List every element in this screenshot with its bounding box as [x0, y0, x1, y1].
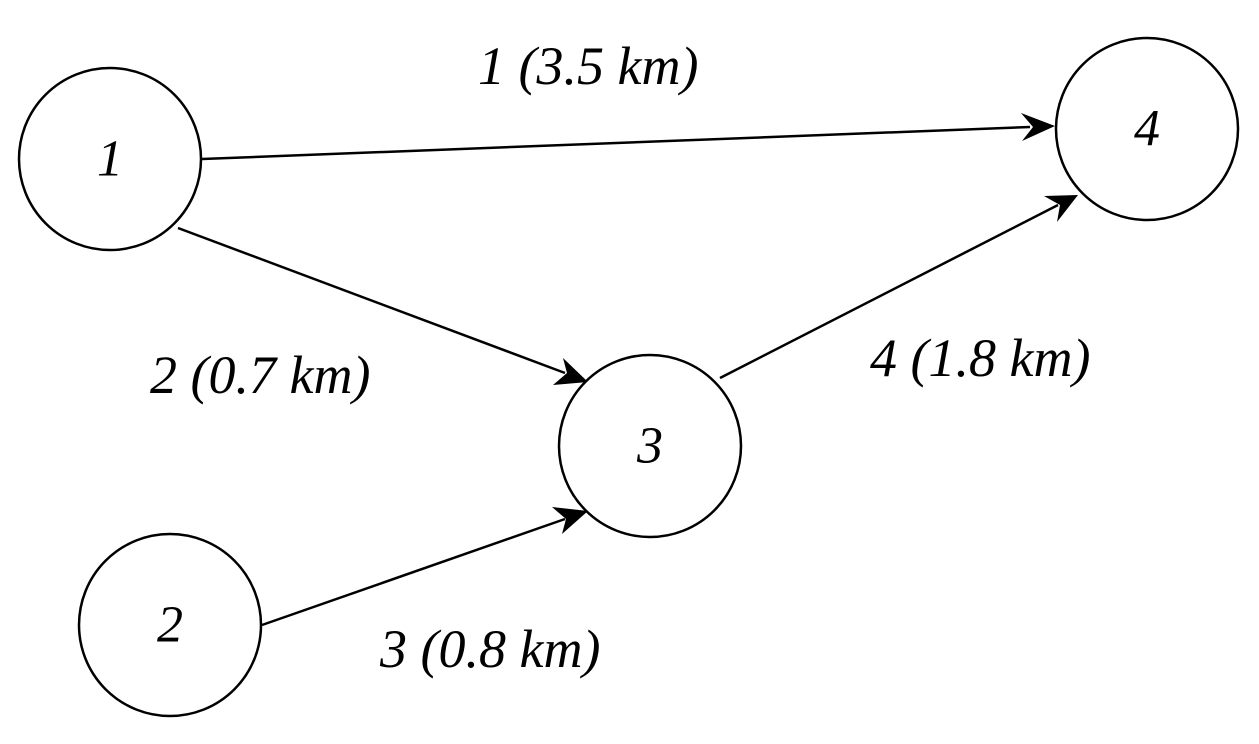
- arrow-head: [553, 358, 588, 385]
- node-label: 4: [1134, 101, 1160, 158]
- nodes: 1 2 3 4: [17, 36, 1240, 718]
- edges: [177, 113, 1078, 627]
- edge-2-to-3: [261, 507, 588, 627]
- edge-label-4: 4 (1.8 km): [870, 328, 1090, 388]
- node-4: 4: [1054, 36, 1240, 222]
- arrow-head: [552, 507, 588, 534]
- edge-label-1: 1 (3.5 km): [478, 36, 698, 96]
- node-circle: [1054, 36, 1240, 222]
- arrow-head: [1021, 113, 1055, 141]
- node-2: 2: [77, 532, 263, 718]
- edge-labels: 1 (3.5 km) 2 (0.7 km) 3 (0.8 km) 4 (1.8 …: [150, 36, 1090, 679]
- edge-label-3: 3 (0.8 km): [379, 619, 600, 679]
- edge-1-to-3: [177, 226, 588, 385]
- edge-line: [719, 203, 1059, 380]
- edge-3-to-4: [719, 195, 1078, 380]
- edge-line: [201, 125, 1031, 161]
- edge-label-2: 2 (0.7 km): [150, 345, 370, 405]
- node-1: 1: [17, 66, 203, 252]
- node-3: 3: [557, 353, 743, 539]
- node-label: 1: [97, 131, 123, 188]
- arrow-head: [1044, 195, 1078, 222]
- node-circle: [557, 353, 743, 539]
- node-label: 2: [157, 597, 183, 654]
- node-circle: [77, 532, 263, 718]
- edge-line: [261, 517, 566, 627]
- edge-line: [177, 226, 566, 375]
- node-label: 3: [636, 418, 663, 475]
- node-circle: [17, 66, 203, 252]
- edge-1-to-4: [201, 113, 1055, 161]
